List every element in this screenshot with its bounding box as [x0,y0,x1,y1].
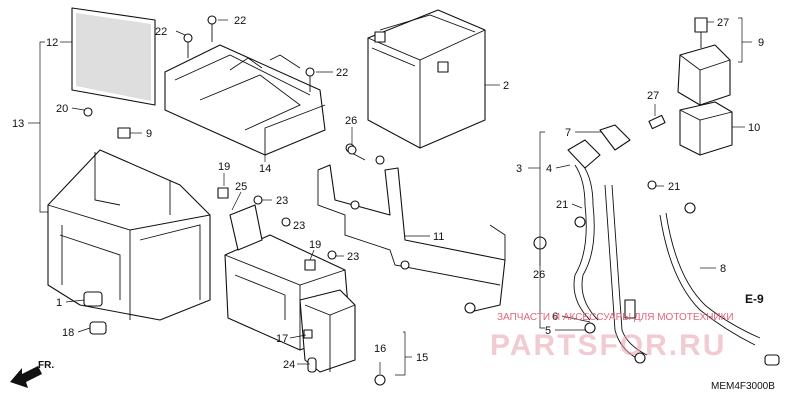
callout-3: 3 [516,163,522,175]
battery-stay-bracket [317,143,506,314]
battery-case [47,149,211,335]
callout-2: 2 [503,80,509,92]
diagram-code: MEM4F3000B [711,381,775,392]
callout-5: 5 [545,325,551,337]
callout-19-bottom: 19 [309,239,321,251]
direction-label: FR. [38,360,54,371]
callout-12: 12 [46,37,58,49]
relay-cover [648,101,733,156]
callout-18: 18 [62,327,74,339]
battery [367,9,486,149]
callout-14: 14 [259,163,271,175]
callout-17: 17 [276,333,288,345]
callout-27-mid: 27 [647,90,659,102]
callout-21-left: 21 [556,199,568,211]
battery-pad-sheet [71,7,156,106]
callout-6: 6 [552,311,558,323]
fasteners [83,107,357,271]
callout-21-right: 21 [668,181,680,193]
callout-10: 10 [748,122,760,134]
callout-22-a: 22 [155,26,167,38]
starter-relay [677,17,731,106]
watermark: PARTSFOR.RU ЗАПЧАСТИ И АКСЕССУАРЫ ДЛЯ МО… [490,312,734,362]
callout-23-b: 23 [293,220,305,232]
callout-23-a: 23 [276,195,288,207]
callout-19-top: 19 [218,161,230,173]
callout-4: 4 [546,163,552,175]
battery-cables [533,124,780,366]
front-direction-arrow: FR. [10,360,54,388]
battery-tray-upper [164,15,326,156]
fuse-box-assembly [224,204,386,386]
callout-26-bottom: 26 [533,269,545,281]
callout-24: 24 [283,359,295,371]
callout-15: 15 [416,352,428,364]
callout-27-top: 27 [717,17,729,29]
callout-16: 16 [374,343,386,355]
callout-7: 7 [565,127,571,139]
callout-9-right: 9 [758,37,764,49]
callout-22-b: 22 [234,15,246,27]
callout-23-c: 23 [347,251,359,263]
callout-20: 20 [56,103,68,115]
callout-labels: 12 13 20 9 1 18 22 22 22 14 2 26 26 27 9… [12,15,764,371]
watermark-text: ЗАПЧАСТИ И АКСЕССУАРЫ ДЛЯ МОТОТЕХНИКИ [497,312,734,323]
callout-9-left: 9 [146,128,152,140]
callout-13: 13 [12,118,24,130]
callout-8: 8 [720,263,726,275]
leader-lines [28,17,752,376]
watermark-logo: PARTSFOR.RU [490,329,726,362]
callout-1: 1 [56,297,62,309]
callout-11: 11 [433,231,444,243]
callout-22-c: 22 [336,67,348,79]
callout-25: 25 [235,181,247,193]
callout-26-top: 26 [345,115,357,127]
section-reference: E-9 [745,292,764,306]
